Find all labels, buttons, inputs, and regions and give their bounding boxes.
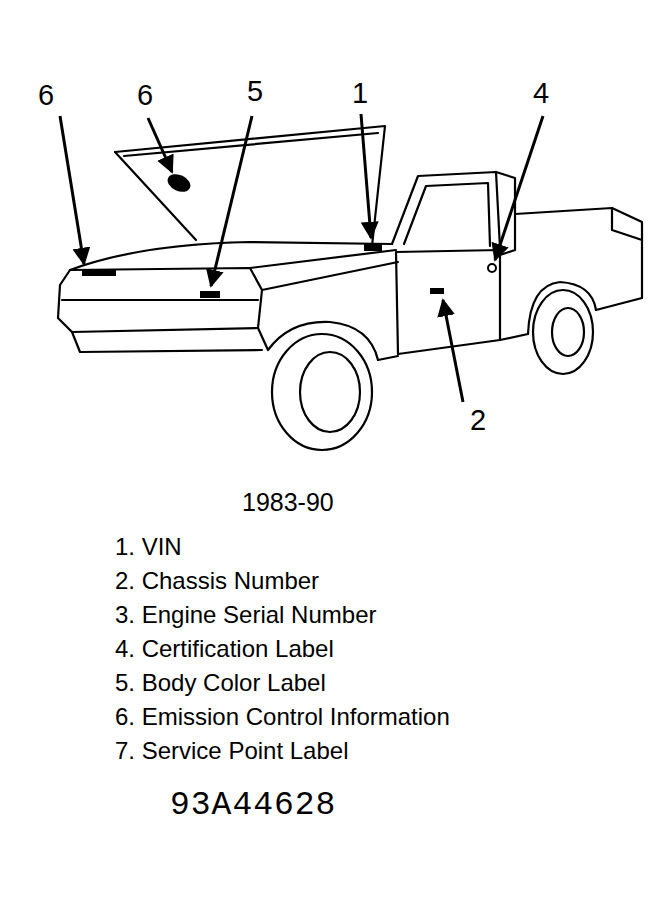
callout-number: 2 xyxy=(470,405,486,437)
key-item: 4. Certification Label xyxy=(115,636,334,662)
key-item: 3. Engine Serial Number xyxy=(115,602,376,628)
figure-code: 93A44628 xyxy=(170,788,336,824)
key-item: 5. Body Color Label xyxy=(115,670,326,696)
callout-number: 5 xyxy=(247,76,263,108)
key-item: 2. Chassis Number xyxy=(115,568,319,594)
callout-number: 4 xyxy=(533,78,549,110)
year-range: 1983-90 xyxy=(242,489,334,517)
callout-number: 1 xyxy=(352,78,368,110)
callout-number: 6 xyxy=(137,80,153,112)
callout-number: 6 xyxy=(38,80,54,112)
key-item: 1. VIN xyxy=(115,534,182,560)
key-item: 6. Emission Control Information xyxy=(115,704,450,730)
key-item: 7. Service Point Label xyxy=(115,738,348,764)
